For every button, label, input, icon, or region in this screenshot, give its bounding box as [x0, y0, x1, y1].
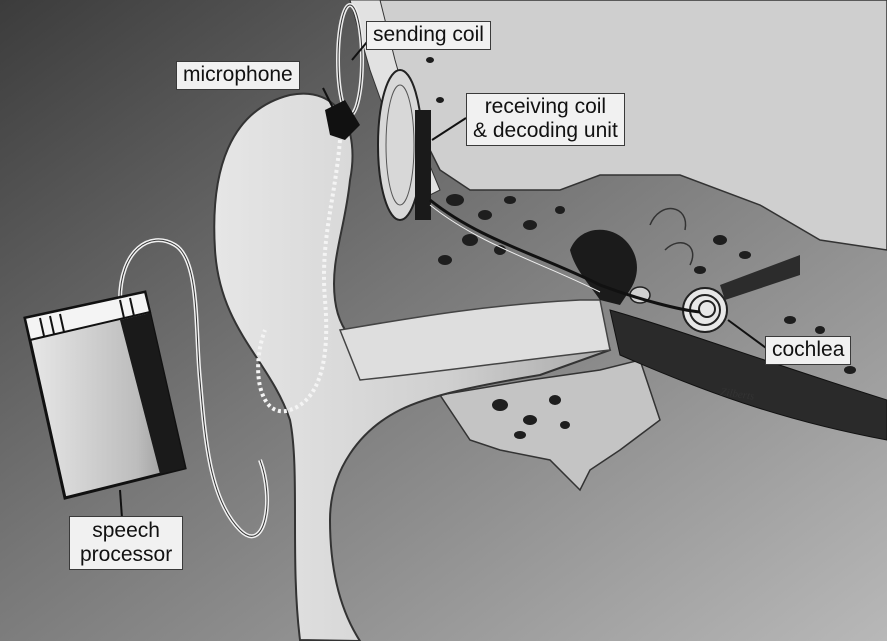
label-sending-coil-text: sending coil: [373, 23, 484, 47]
label-cochlea-text: cochlea: [772, 338, 844, 362]
label-sending-coil: sending coil: [366, 21, 491, 50]
label-receiving-coil: receiving coil & decoding unit: [466, 93, 625, 146]
label-microphone: microphone: [176, 61, 300, 90]
decoding-unit-shape: [415, 110, 431, 220]
label-speech-processor-line2: processor: [80, 543, 172, 567]
label-receiving-coil-line1: receiving coil: [473, 95, 618, 119]
label-microphone-text: microphone: [183, 63, 293, 87]
label-speech-processor: speech processor: [69, 516, 183, 570]
label-cochlea: cochlea: [765, 336, 851, 365]
label-receiving-coil-line2: & decoding unit: [473, 119, 618, 143]
label-speech-processor-line1: speech: [80, 519, 172, 543]
